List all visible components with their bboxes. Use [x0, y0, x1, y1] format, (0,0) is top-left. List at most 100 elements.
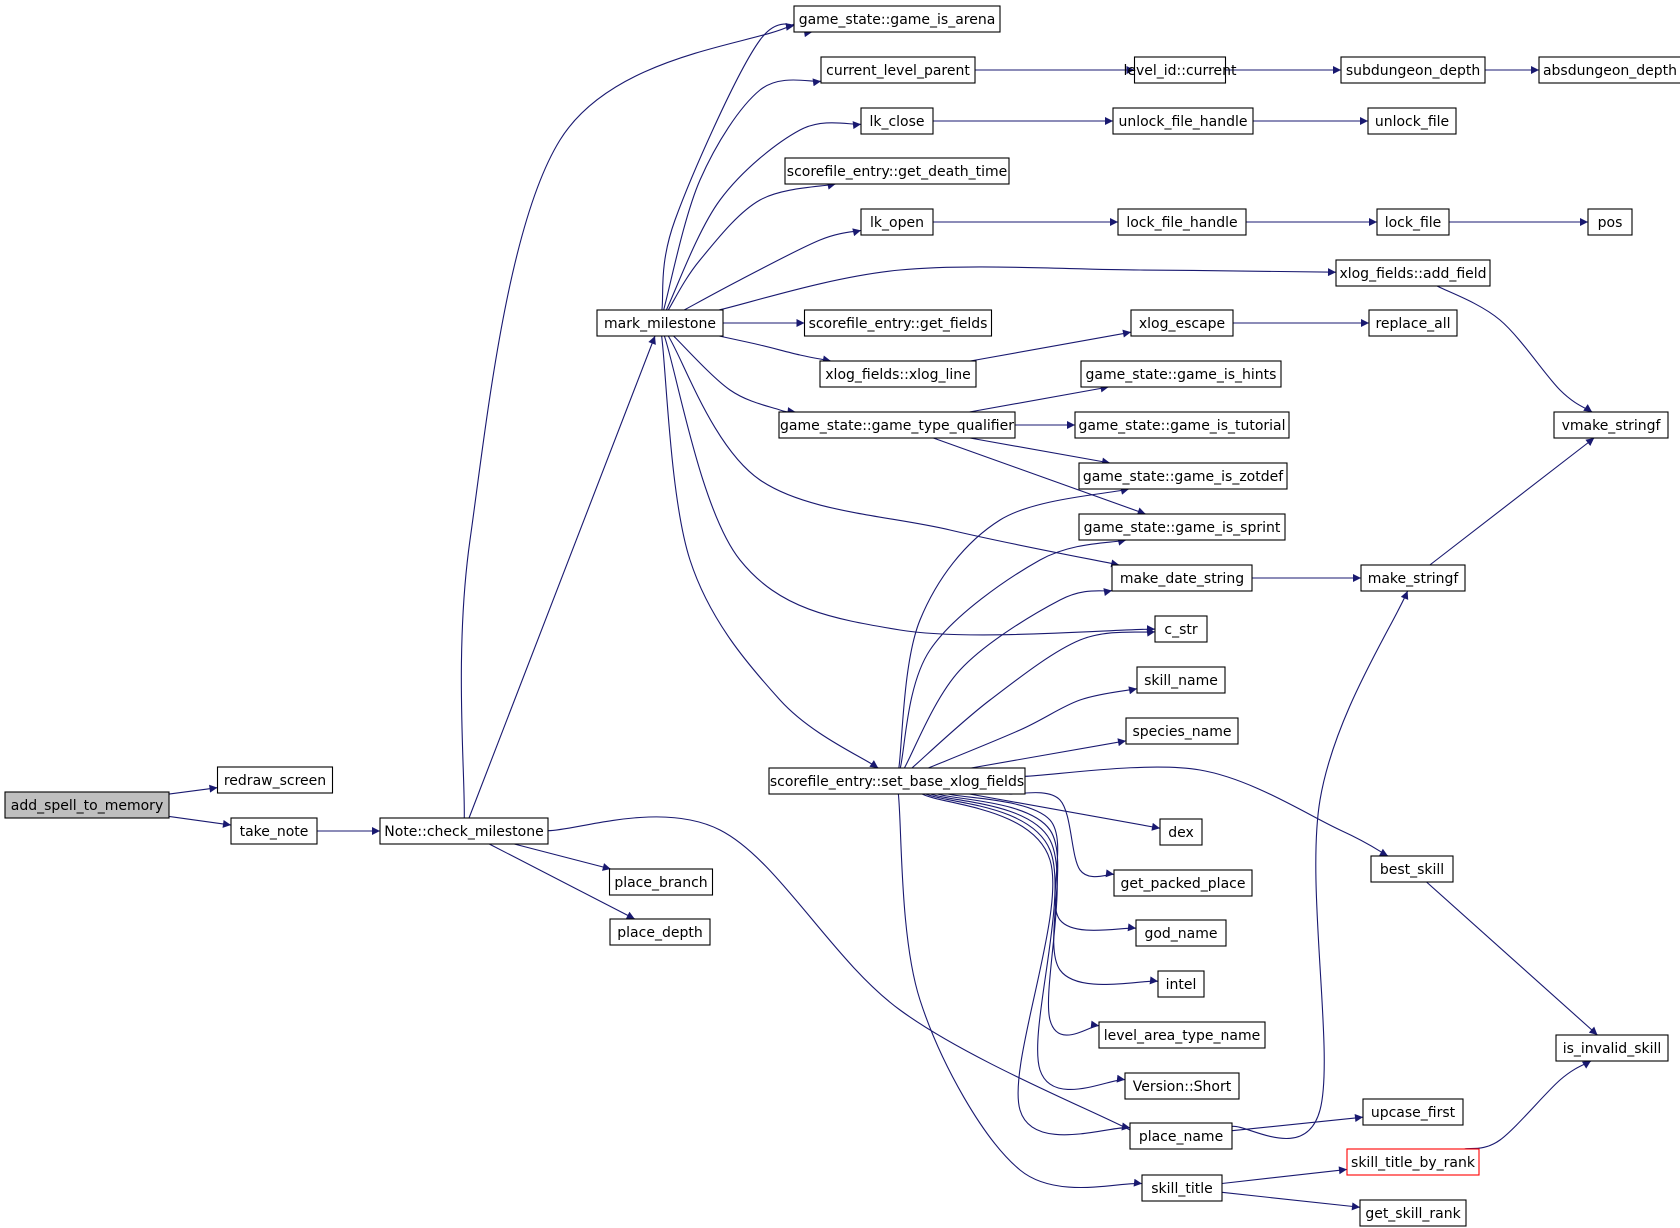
node-game-type-qualifier[interactable]: game_state::game_type_qualifier	[778, 411, 1016, 439]
node-label: get_packed_place	[1121, 876, 1246, 892]
node-get-skill-rank[interactable]: get_skill_rank	[1359, 1199, 1467, 1227]
node-set-base-xlog-fields[interactable]: scorefile_entry::set_base_xlog_fields	[768, 767, 1026, 795]
node-label: take_note	[240, 824, 309, 840]
node-box	[1555, 1034, 1669, 1062]
edge-skill-title-to-skill-title-by-rank	[1221, 1166, 1348, 1185]
node-label: scorefile_entry::get_fields	[809, 316, 988, 332]
edge-check-milestone-to-game-is-arena	[460, 17, 809, 819]
edge-set-base-xlog-fields-to-place-name	[921, 793, 1131, 1136]
node-subdungeon-depth[interactable]: subdungeon_depth	[1340, 56, 1486, 84]
node-c-str[interactable]: c_str	[1154, 615, 1208, 643]
node-take-note[interactable]: take_note	[230, 817, 318, 845]
node-game-is-sprint[interactable]: game_state::game_is_sprint	[1078, 513, 1286, 541]
node-current-level-parent[interactable]: current_level_parent	[820, 56, 976, 84]
node-label: unlock_file_handle	[1118, 114, 1247, 130]
node-skill-title[interactable]: skill_title	[1141, 1174, 1223, 1202]
node-replace-all[interactable]: replace_all	[1368, 309, 1458, 337]
node-god-name[interactable]: god_name	[1135, 919, 1227, 947]
node-box	[1157, 970, 1205, 998]
node-label: get_skill_rank	[1365, 1206, 1461, 1222]
node-check-milestone[interactable]: Note::check_milestone	[379, 817, 549, 845]
edge-game-type-qualifier-to-game-is-sprint	[933, 437, 1146, 516]
edge-set-base-xlog-fields-to-skill-name	[928, 686, 1138, 769]
edge-set-base-xlog-fields-to-game-is-sprint	[899, 537, 1127, 769]
node-redraw-screen[interactable]: redraw_screen	[216, 766, 334, 794]
node-box	[819, 360, 977, 388]
node-skill-name[interactable]: skill_name	[1136, 666, 1226, 694]
node-get-fields[interactable]: scorefile_entry::get_fields	[803, 309, 993, 337]
node-game-is-tutorial[interactable]: game_state::game_is_tutorial	[1074, 411, 1290, 439]
node-box	[1368, 309, 1458, 337]
edge-set-base-xlog-fields-to-best-skill	[1024, 766, 1389, 857]
node-box	[1135, 919, 1227, 947]
node-game-is-hints[interactable]: game_state::game_is_hints	[1080, 360, 1282, 388]
node-get-packed-place[interactable]: get_packed_place	[1113, 869, 1253, 897]
node-species-name[interactable]: species_name	[1125, 717, 1239, 745]
node-best-skill[interactable]: best_skill	[1370, 855, 1454, 883]
node-mark-milestone[interactable]: mark_milestone	[596, 309, 724, 337]
node-add-spell-to-memory[interactable]: add_spell_to_memory	[4, 791, 170, 819]
node-place-depth[interactable]: place_depth	[609, 918, 711, 946]
node-box	[1080, 360, 1282, 388]
edge-set-base-xlog-fields-to-get-packed-place	[1008, 792, 1115, 878]
node-pos[interactable]: pos	[1587, 208, 1633, 236]
node-label: scorefile_entry::set_base_xlog_fields	[770, 774, 1024, 790]
node-label: intel	[1166, 977, 1197, 993]
edge-make-stringf-to-vmake-stringf	[1429, 437, 1595, 566]
edge-add-field-to-vmake-stringf	[1436, 285, 1593, 413]
node-label: skill_name	[1144, 673, 1218, 689]
node-version-short[interactable]: Version::Short	[1124, 1072, 1240, 1100]
node-xlog-escape[interactable]: xlog_escape	[1130, 309, 1234, 337]
edges-layer	[168, 17, 1598, 1211]
node-label: place_depth	[617, 925, 702, 941]
node-box	[1111, 564, 1253, 592]
node-make-stringf[interactable]: make_stringf	[1360, 564, 1466, 592]
node-label: replace_all	[1375, 316, 1450, 332]
node-game-is-zotdef[interactable]: game_state::game_is_zotdef	[1078, 462, 1288, 490]
node-unlock-file-handle[interactable]: unlock_file_handle	[1112, 107, 1254, 135]
node-is-invalid-skill[interactable]: is_invalid_skill	[1555, 1034, 1669, 1062]
edge-set-base-xlog-fields-to-god-name	[947, 793, 1137, 932]
node-place-branch[interactable]: place_branch	[608, 868, 714, 896]
edge-skill-title-to-get-skill-rank	[1221, 1191, 1361, 1211]
node-box	[784, 157, 1010, 185]
node-level-area-type-name[interactable]: level_area_type_name	[1098, 1021, 1266, 1049]
node-box	[1553, 411, 1669, 439]
node-absdungeon-depth[interactable]: absdungeon_depth	[1538, 56, 1680, 84]
edge-mark-milestone-to-game-type-qualifier	[673, 335, 796, 416]
node-xlog-line[interactable]: xlog_fields::xlog_line	[819, 360, 977, 388]
node-game-is-arena[interactable]: game_state::game_is_arena	[793, 5, 1001, 33]
node-dex[interactable]: dex	[1159, 818, 1203, 846]
node-lock-file[interactable]: lock_file	[1376, 208, 1450, 236]
node-level-id-current[interactable]: level_id::current	[1123, 56, 1237, 84]
node-upcase-first[interactable]: upcase_first	[1362, 1098, 1464, 1126]
node-lk-open[interactable]: lk_open	[860, 208, 934, 236]
edge-mark-milestone-to-set-base-xlog-fields	[661, 335, 879, 769]
edge-add-spell-to-memory-to-take-note	[168, 815, 232, 828]
node-box	[1078, 462, 1288, 490]
node-label: species_name	[1133, 724, 1232, 740]
node-label: make_stringf	[1368, 571, 1460, 587]
edge-set-base-xlog-fields-to-version-short	[925, 793, 1126, 1090]
node-add-field[interactable]: xlog_fields::add_field	[1335, 259, 1491, 287]
node-box	[1538, 56, 1680, 84]
node-box	[1141, 1174, 1223, 1202]
node-lock-file-handle[interactable]: lock_file_handle	[1117, 208, 1247, 236]
node-box	[1367, 107, 1457, 135]
node-intel[interactable]: intel	[1157, 970, 1205, 998]
node-label: skill_title	[1151, 1181, 1212, 1197]
node-vmake-stringf[interactable]: vmake_stringf	[1553, 411, 1669, 439]
node-get-death-time[interactable]: scorefile_entry::get_death_time	[784, 157, 1010, 185]
node-label: dex	[1168, 825, 1194, 841]
edge-place-name-to-make-stringf	[1231, 590, 1409, 1140]
node-skill-title-by-rank[interactable]: skill_title_by_rank	[1346, 1148, 1480, 1176]
node-box	[1370, 855, 1454, 883]
node-place-name[interactable]: place_name	[1129, 1122, 1233, 1150]
node-box	[1346, 1148, 1480, 1176]
node-box	[1125, 717, 1239, 745]
node-lk-close[interactable]: lk_close	[860, 107, 934, 135]
nodes-layer: add_spell_to_memory redraw_screen take_not…	[4, 5, 1680, 1227]
node-unlock-file[interactable]: unlock_file	[1367, 107, 1457, 135]
node-make-date-string[interactable]: make_date_string	[1111, 564, 1253, 592]
node-label: skill_title_by_rank	[1351, 1155, 1476, 1171]
